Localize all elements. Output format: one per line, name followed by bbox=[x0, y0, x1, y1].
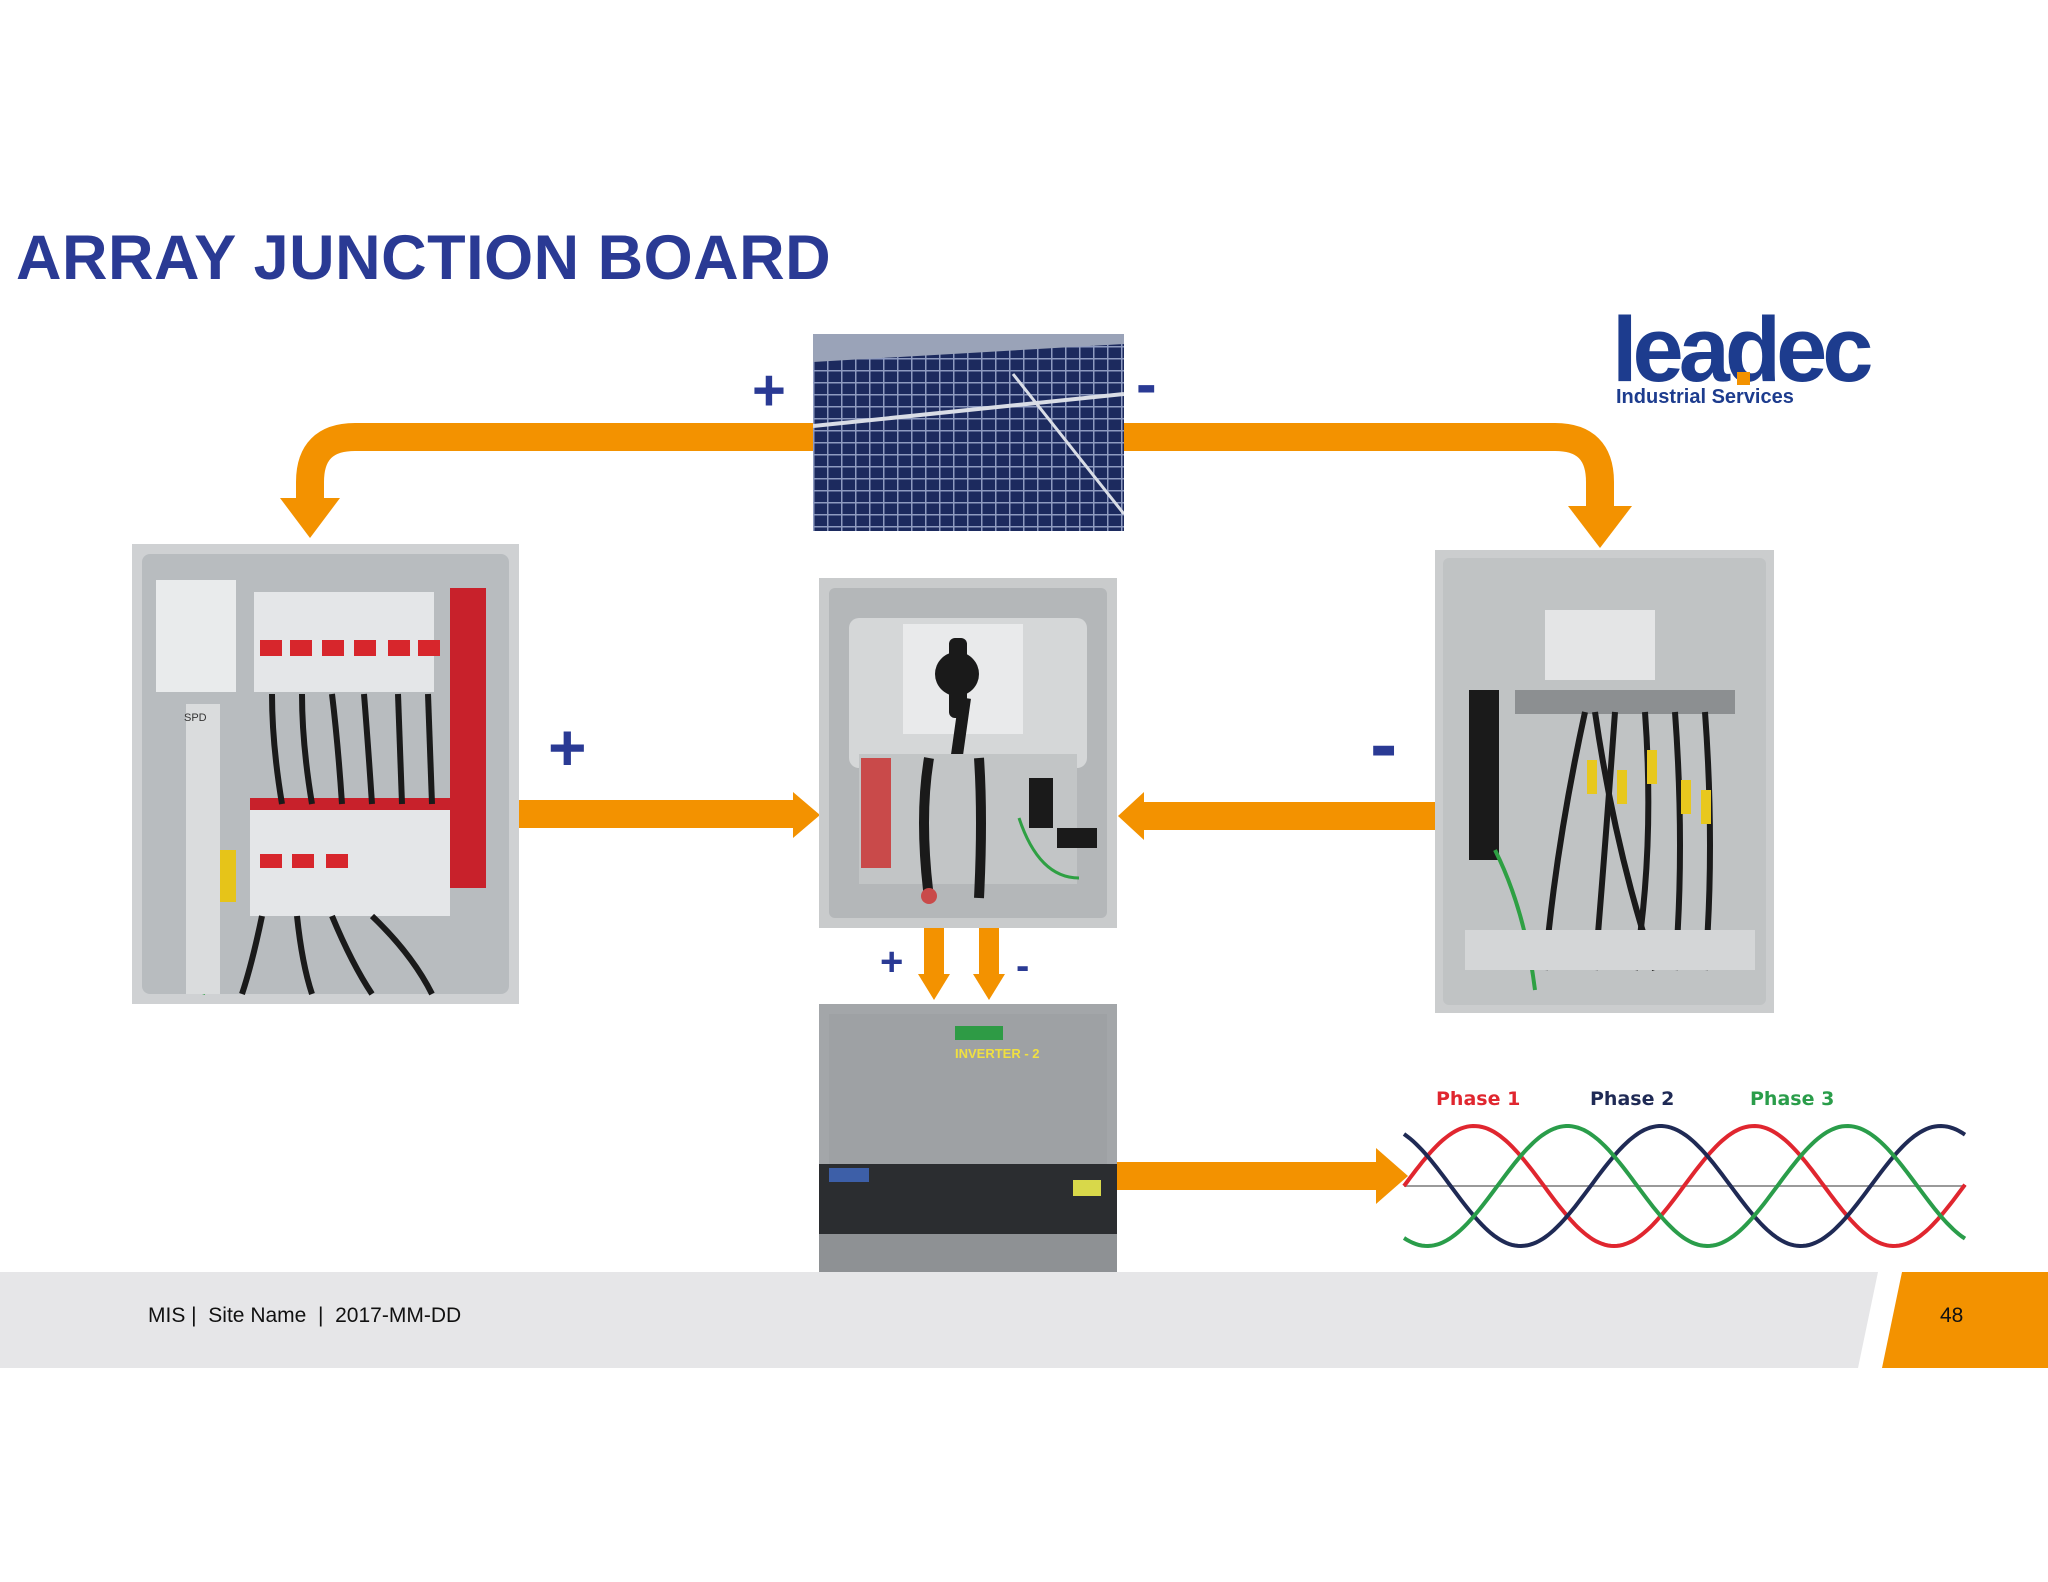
panel-negative-sign: - bbox=[1136, 350, 1157, 419]
phase-1-label: Phase 1 bbox=[1436, 1088, 1521, 1110]
footer-band bbox=[0, 1272, 2048, 1368]
solar-panel-photo bbox=[813, 334, 1124, 531]
three-phase-waveform bbox=[1402, 1123, 1967, 1249]
footer-text: MIS | Site Name | 2017-MM-DD bbox=[148, 1304, 462, 1327]
phase-2-wave bbox=[1402, 1123, 1967, 1249]
arrow-panel-to-right-box bbox=[1124, 423, 1614, 508]
inverter-label: INVERTER - 2 bbox=[955, 1046, 1040, 1061]
page-title: ARRAY JUNCTION BOARD bbox=[16, 223, 832, 293]
inverter-negative-sign: - bbox=[1016, 944, 1030, 988]
negative-box-image bbox=[1443, 558, 1766, 1005]
combiner-box-positive-photo: SPD bbox=[132, 544, 519, 1004]
solar-panel-image bbox=[813, 334, 1124, 531]
phase-2-label: Phase 2 bbox=[1590, 1088, 1675, 1110]
combiner-box-negative-photo bbox=[1435, 550, 1774, 1013]
spd-label: SPD bbox=[184, 712, 207, 724]
inverter-positive-sign: + bbox=[880, 940, 904, 984]
panel-positive-sign: + bbox=[752, 358, 786, 423]
phase-1-wave bbox=[1402, 1123, 1967, 1249]
inverter-image bbox=[819, 1004, 1117, 1275]
inverter-photo: INVERTER - 2 bbox=[819, 1004, 1117, 1275]
logo-subtitle: Industrial Services bbox=[1616, 386, 1794, 408]
right-negative-sign: - bbox=[1370, 699, 1398, 790]
phase-3-wave bbox=[1402, 1123, 1967, 1249]
isolator-switch-image bbox=[829, 588, 1107, 918]
phase-3-label: Phase 3 bbox=[1750, 1088, 1835, 1110]
logo-dot-icon bbox=[1737, 372, 1750, 385]
arrow-panel-to-left-box bbox=[296, 423, 813, 500]
left-positive-sign: + bbox=[548, 710, 587, 784]
page-number: 48 bbox=[1940, 1304, 1964, 1327]
combiner-box-image bbox=[142, 554, 509, 996]
isolator-switch-photo bbox=[819, 578, 1117, 928]
